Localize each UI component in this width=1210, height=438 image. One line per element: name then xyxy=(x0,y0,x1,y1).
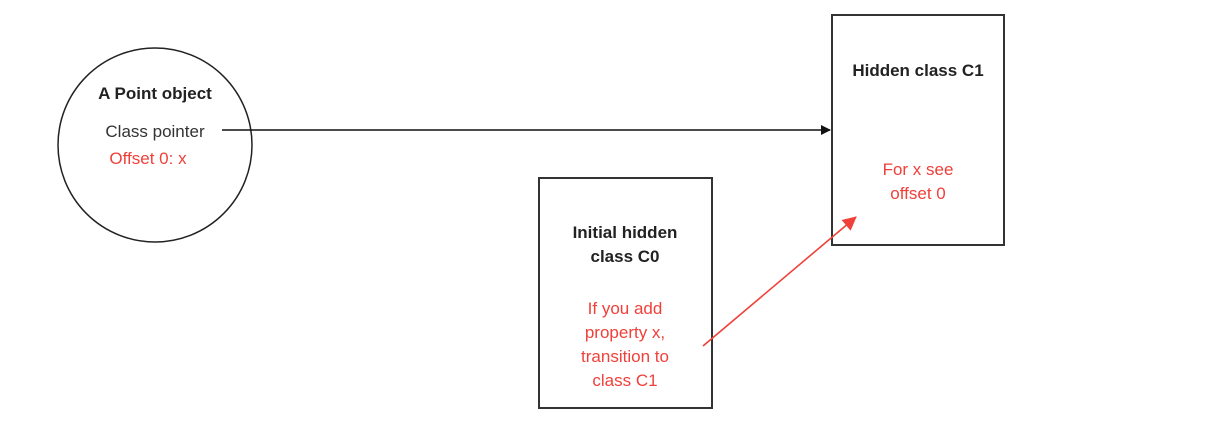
transition-arrow xyxy=(702,216,857,347)
initial-class-c0-note-line: transition to xyxy=(581,347,669,366)
class-pointer-label: Class pointer xyxy=(105,122,205,141)
point-object-title: A Point object xyxy=(98,84,212,103)
offset-label: Offset 0: x xyxy=(109,149,187,168)
initial-class-c0-title-line: Initial hidden xyxy=(573,223,678,242)
initial-class-c0-note-line: If you add xyxy=(588,299,663,318)
initial-class-c0-note-line: property x, xyxy=(585,323,665,342)
hidden-class-c1-note-line: offset 0 xyxy=(890,184,945,203)
hidden-class-c1-note-line: For x see xyxy=(883,160,954,179)
initial-class-c0-box xyxy=(538,177,713,409)
initial-class-c0-note-line: class C1 xyxy=(592,371,657,390)
hidden-class-c1-node: Hidden class C1 For x see offset 0 xyxy=(831,14,1005,246)
initial-class-c0-node: Initial hidden class C0 If you add prope… xyxy=(538,177,713,409)
point-object-circle xyxy=(57,47,253,243)
hidden-class-c1-box xyxy=(831,14,1005,246)
initial-class-c0-title-line: class C0 xyxy=(591,247,660,266)
point-object-node: A Point object Class pointer Offset 0: x xyxy=(57,47,253,243)
hidden-class-c1-title: Hidden class C1 xyxy=(852,61,983,80)
